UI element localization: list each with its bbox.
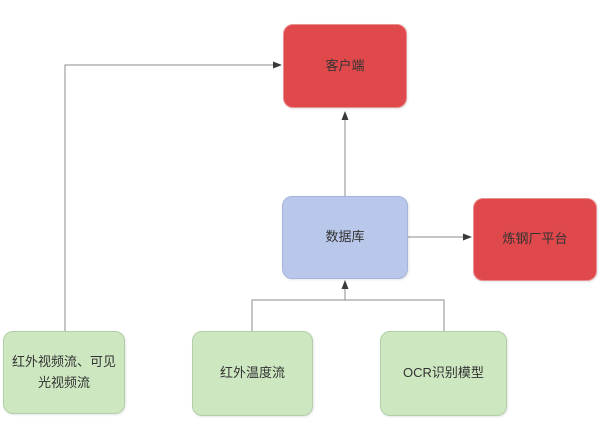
node-temperature-stream[interactable]: 红外温度流 [192,331,313,416]
edge-video-to-client [64,61,282,331]
node-ocr-model-label: OCR识别模型 [403,365,484,381]
node-database-label: 数据库 [325,229,365,245]
node-ocr-model[interactable]: OCR识别模型 [380,331,507,416]
node-video-stream[interactable]: 红外视频流、可见光视频流 [3,331,125,414]
node-platform-label: 炼钢厂平台 [502,231,568,247]
node-video-stream-label: 红外视频流、可见光视频流 [11,353,116,390]
edge-streams-junction [251,299,445,331]
node-database[interactable]: 数据库 [282,196,408,279]
node-client[interactable]: 客户端 [283,24,407,108]
node-temperature-stream-label: 红外温度流 [219,365,285,381]
node-client-label: 客户端 [325,57,365,73]
node-platform[interactable]: 炼钢厂平台 [473,198,597,281]
